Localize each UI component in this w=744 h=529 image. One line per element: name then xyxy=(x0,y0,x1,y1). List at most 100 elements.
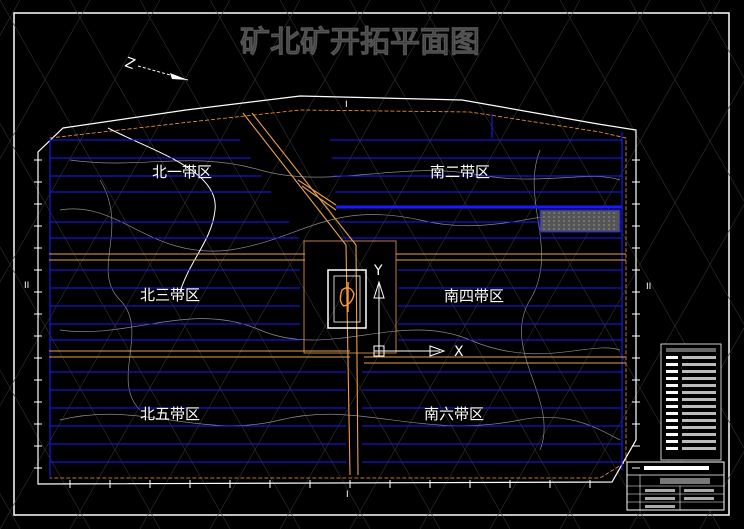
hatch-dot xyxy=(563,224,565,226)
hatch-dot xyxy=(613,212,615,214)
north-label: Z xyxy=(123,55,137,73)
hatch-dot xyxy=(548,216,550,218)
hatch-dot xyxy=(548,212,550,214)
legend-swatch xyxy=(666,391,678,394)
hatch-dot xyxy=(573,212,575,214)
legend-text-line xyxy=(682,412,716,415)
grid-line xyxy=(209,0,511,529)
hatch-dot xyxy=(613,220,615,222)
legend-text-line xyxy=(682,405,716,408)
hatch-dot xyxy=(593,212,595,214)
hatch-dot xyxy=(578,212,580,214)
hatch-dot xyxy=(578,220,580,222)
hatch-dot xyxy=(608,224,610,226)
grid-line xyxy=(0,0,161,283)
hatch-dot xyxy=(613,224,615,226)
hatch-dot xyxy=(543,216,545,218)
hatch-dot xyxy=(543,228,545,230)
hatch-dot xyxy=(548,224,550,226)
hatch-dot xyxy=(558,228,560,230)
hatch-dot xyxy=(553,216,555,218)
legend-text-line xyxy=(682,419,716,422)
hatch-dot xyxy=(593,224,595,226)
hatch-dot xyxy=(583,224,585,226)
legend-swatch xyxy=(666,356,678,359)
grid-line xyxy=(0,369,91,529)
legend-swatch xyxy=(666,377,678,380)
hatch-dot xyxy=(608,228,610,230)
legend-swatch xyxy=(666,384,678,387)
legend-text-line xyxy=(682,377,716,380)
legend-swatch xyxy=(666,433,678,436)
grid-line xyxy=(69,0,371,529)
hatch-dot xyxy=(588,220,590,222)
y-axis-arrow-icon xyxy=(373,280,385,299)
legend-text-line xyxy=(682,433,716,436)
hatch-dot xyxy=(593,216,595,218)
hatch-dot xyxy=(603,212,605,214)
zone-label-north-3: 北三带区 xyxy=(140,286,200,304)
hatch-dot xyxy=(548,228,550,230)
goaf-hatch-dots xyxy=(543,212,615,230)
grid-line xyxy=(0,0,91,160)
grid-line xyxy=(279,0,581,529)
hatch-dot xyxy=(568,216,570,218)
hatch-dot xyxy=(568,228,570,230)
hatch-dot xyxy=(548,220,550,222)
section-mark-right: II xyxy=(646,282,651,292)
main-roadways xyxy=(49,112,626,476)
hatch-dot xyxy=(563,220,565,222)
legend-swatch xyxy=(666,426,678,429)
legend-text-line xyxy=(682,370,716,373)
y-axis-label: Y xyxy=(373,263,383,279)
zone-label-south-2: 南二带区 xyxy=(430,163,490,181)
hatch-dot xyxy=(553,224,555,226)
hatch-dot xyxy=(608,216,610,218)
hatch-dot xyxy=(588,216,590,218)
hatch-dot xyxy=(603,224,605,226)
shaft-yard-outline xyxy=(303,240,397,354)
legend-swatch xyxy=(666,447,678,450)
hatch-dot xyxy=(603,220,605,222)
hatch-dot xyxy=(583,228,585,230)
hatch-dot xyxy=(593,220,595,222)
mine-field-boundary xyxy=(37,95,637,485)
legend-text-line xyxy=(682,447,716,450)
hatch-dot xyxy=(598,220,600,222)
zone-label-south-4: 南四带区 xyxy=(444,287,504,305)
hatch-dot xyxy=(563,228,565,230)
drawing-title: 矿北矿开拓平面图 xyxy=(240,25,480,60)
sheet-frame xyxy=(13,12,730,516)
hatch-dot xyxy=(598,212,600,214)
hatch-dot xyxy=(578,228,580,230)
x-axis-arrow-icon xyxy=(429,345,446,357)
hatch-dot xyxy=(553,212,555,214)
hatch-dot xyxy=(583,212,585,214)
hatch-dot xyxy=(593,228,595,230)
section-mark-left: II xyxy=(24,281,29,291)
hatch-dot xyxy=(588,224,590,226)
fault-line xyxy=(107,127,216,293)
hatch-dot xyxy=(603,216,605,218)
x-axis-label: X xyxy=(454,344,464,360)
zone-label-north-1: 北一带区 xyxy=(152,163,212,181)
boundary-ticks xyxy=(34,159,640,488)
legend-swatch xyxy=(666,398,678,401)
legend-swatch xyxy=(666,370,678,373)
legend-swatch xyxy=(666,440,678,443)
hatch-dot xyxy=(568,212,570,214)
hatch-dot xyxy=(553,228,555,230)
grid-line xyxy=(419,0,721,529)
hatch-dot xyxy=(598,228,600,230)
shaft-icon xyxy=(339,282,355,312)
hatch-dot xyxy=(613,216,615,218)
legend-swatch xyxy=(666,419,678,422)
legend-swatch xyxy=(666,405,678,408)
legend-text-line xyxy=(682,398,716,401)
legend-text-line xyxy=(682,391,716,394)
hatch-dot xyxy=(558,224,560,226)
grid-line xyxy=(139,0,441,529)
legend-panel xyxy=(660,343,722,461)
grid-line xyxy=(0,0,231,407)
